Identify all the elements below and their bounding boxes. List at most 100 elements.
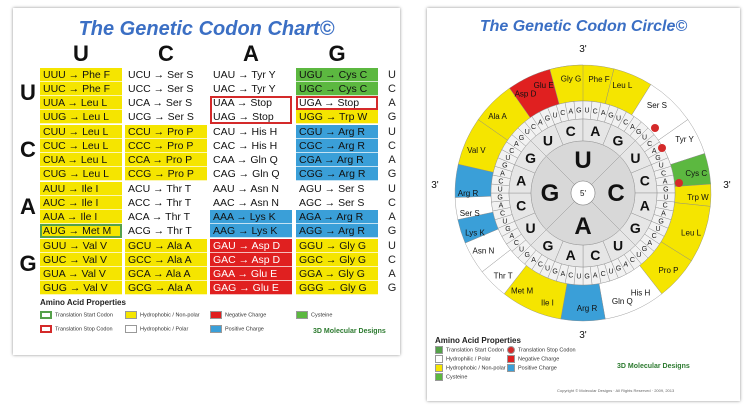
third-base-letter: G xyxy=(505,226,510,233)
legend-label: Positive Charge xyxy=(518,365,557,372)
row-header-U: U xyxy=(20,80,36,105)
second-base-letter: G xyxy=(525,150,536,166)
legend-item: Hydrophobic / Non-polar xyxy=(125,311,200,319)
third-base-label: G xyxy=(387,111,397,123)
legend-label: Translation Stop Codon xyxy=(55,326,113,333)
third-base-letter: C xyxy=(500,211,505,218)
stop-marker-icon xyxy=(675,179,683,187)
third-base-label: C xyxy=(388,140,396,152)
three-prime-label: 3' xyxy=(723,180,731,191)
codon-cell: UAU → Tyr Y xyxy=(210,68,292,82)
third-base-letter: U xyxy=(608,269,613,276)
codon-cell: AAC → Asn N xyxy=(210,196,292,210)
codon-cell: CUG → Leu L xyxy=(40,167,122,181)
legend-swatch xyxy=(435,346,443,354)
amino-acid-label: His H xyxy=(631,289,651,298)
third-base-letter: U xyxy=(498,186,503,193)
third-base-letter: U xyxy=(525,129,530,136)
chart-logo: 3D Molecular Designs xyxy=(313,328,386,335)
legend-swatch xyxy=(125,325,137,333)
amino-acid-label: Ala A xyxy=(488,112,507,121)
third-base-letter: A xyxy=(514,141,519,148)
circle-legend-title: Amino Acid Properties xyxy=(435,336,521,345)
second-base-letter: U xyxy=(543,133,553,149)
three-prime-label: 3' xyxy=(579,44,587,55)
legend-swatch xyxy=(507,346,515,354)
amino-acid-label: Tyr Y xyxy=(675,135,694,144)
stop-codon-box xyxy=(210,96,292,124)
legend-swatch xyxy=(435,373,443,381)
third-base-letter: G xyxy=(642,246,647,253)
third-base-letter: A xyxy=(630,124,635,131)
legend-label: Hydrophobic / Non-polar xyxy=(446,365,506,372)
third-base-letter: U xyxy=(636,252,641,259)
codon-cell: CGU → Arg R xyxy=(296,125,378,139)
codon-cell: CCA → Pro P xyxy=(125,153,207,167)
third-base-label: C xyxy=(388,254,396,266)
third-base-label: G xyxy=(387,225,397,237)
amino-acid-label: Met M xyxy=(511,287,534,296)
first-base-letter: A xyxy=(574,213,591,240)
third-base-label: G xyxy=(387,282,397,294)
codon-cell: CAA → Gln Q xyxy=(210,153,292,167)
third-base-letter: A xyxy=(538,119,543,126)
amino-acid-label: Ser S xyxy=(647,101,667,110)
third-base-letter: U xyxy=(663,195,668,202)
row-header-C: C xyxy=(20,137,36,162)
codon-cell: CAU → His H xyxy=(210,125,292,139)
third-base-letter: U xyxy=(656,226,661,233)
circle-title: The Genetic Codon Circle© xyxy=(479,18,688,35)
third-base-letter: U xyxy=(642,135,647,142)
amino-acid-label: Cys C xyxy=(685,169,707,178)
third-base-letter: G xyxy=(502,163,507,170)
legend-label: Hydrophilic / Polar xyxy=(446,356,491,363)
third-base-letter: C xyxy=(663,203,668,210)
third-base-label: U xyxy=(388,240,396,252)
codon-cell: GUA → Val V xyxy=(40,267,122,281)
codon-cell: GUC → Val V xyxy=(40,253,122,267)
column-header-C: C xyxy=(158,41,174,66)
codon-cell: UCU → Ser S xyxy=(125,68,207,82)
legend-swatch xyxy=(296,311,308,319)
first-base-letter: C xyxy=(607,180,624,207)
legend-swatch xyxy=(210,325,222,333)
third-base-letter: G xyxy=(519,135,524,142)
third-base-letter: A xyxy=(593,273,598,280)
codon-cell: AGA → Arg R xyxy=(296,210,378,224)
legend-label: Negative Charge xyxy=(225,312,267,319)
second-base-letter: A xyxy=(516,173,526,189)
codon-cell: UCA → Ser S xyxy=(125,96,207,110)
amino-acid-label: Ser S xyxy=(460,209,480,218)
codon-cell: ACA → Thr T xyxy=(125,210,207,224)
second-base-letter: A xyxy=(566,247,576,263)
third-base-letter: G xyxy=(576,108,581,115)
third-base-letter: U xyxy=(659,163,664,170)
circle-copyright: Copyright © Molecular Designs · All Righ… xyxy=(557,388,675,393)
third-base-letter: C xyxy=(560,110,565,117)
codon-cell: GCG → Ala A xyxy=(125,281,207,295)
amino-acid-label: Leu L xyxy=(612,81,633,90)
codon-cell: CCG → Pro P xyxy=(125,167,207,181)
center-hub xyxy=(570,180,596,206)
legend-item: Translation Stop Codon xyxy=(40,325,113,333)
legend-item: Translation Start Codon xyxy=(435,346,504,354)
third-base-letter: G xyxy=(616,266,621,273)
codon-cell: AUC → Ile I xyxy=(40,196,122,210)
amino-acid-label: Trp W xyxy=(687,193,709,202)
codon-cell: UGA → Stop xyxy=(296,96,378,110)
legend-item: Hydrophilic / Polar xyxy=(435,355,491,363)
third-base-letter: G xyxy=(497,195,502,202)
third-base-letter: A xyxy=(623,262,628,269)
second-base-letter: C xyxy=(640,173,650,189)
codon-cell: UAA → Stop xyxy=(210,96,292,110)
codon-cell: ACG → Thr T xyxy=(125,224,207,238)
codon-cell: AAU → Asn N xyxy=(210,182,292,196)
legend-swatch xyxy=(40,325,52,333)
third-base-letter: A xyxy=(661,211,666,218)
second-base-letter: C xyxy=(516,197,526,213)
legend-item: Negative Charge xyxy=(507,355,559,363)
codon-cell: ACU → Thr T xyxy=(125,182,207,196)
codon-cell: UGC → Cys C xyxy=(296,82,378,96)
third-base-letter: U xyxy=(552,112,557,119)
third-base-letter: C xyxy=(509,148,514,155)
